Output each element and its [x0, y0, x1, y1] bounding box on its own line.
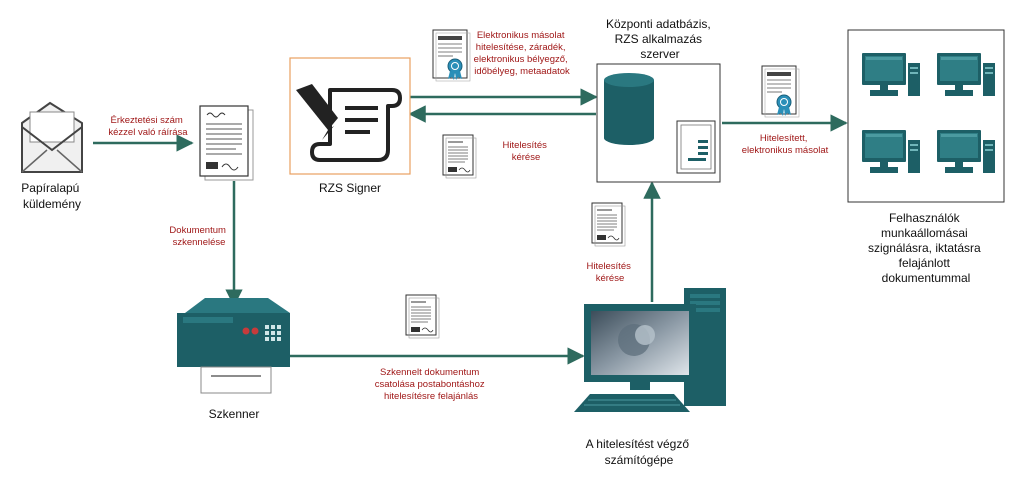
document-icon	[442, 134, 477, 179]
edge-label-computer-to-database: Hitelesítés kérése	[587, 261, 634, 284]
edge-label-scanner-to-computer: Szkennelt dokumentum csatolása postabont…	[375, 367, 488, 402]
edge-label-database-to-signer: Hitelesítés kérése	[503, 140, 550, 163]
scanner-icon	[177, 298, 290, 394]
auth-computer-label: A hitelesítést végző számítógépe	[586, 437, 693, 467]
certificate-icon	[761, 65, 800, 118]
edge-label-mail-to-document: Érkeztetési szám kézzel való ráírása	[108, 115, 188, 138]
document-icon	[591, 202, 626, 247]
scanner-label: Szkenner	[209, 407, 260, 421]
central-db-label: Központi adatbázis, RZS alkalmazás szerv…	[606, 17, 714, 61]
workstations-label: Felhasználók munkaállomásai szignálásra,…	[868, 211, 984, 285]
edge-label-document-to-scanner: Dokumentum szkennelése	[169, 225, 228, 248]
edge-label-database-to-workstations: Hitelesített, elektronikus másolat	[742, 133, 829, 156]
document-icon	[199, 105, 254, 181]
rzs-signer-label: RZS Signer	[319, 181, 381, 195]
signer-quill-icon	[296, 84, 402, 162]
database-server-icon	[604, 73, 716, 174]
paper-mail-label: Papíralapú küldemény	[21, 181, 82, 211]
edge-label-signer-to-database: Elektronikus másolat hitelesítése, zárad…	[474, 30, 571, 77]
envelope-icon	[21, 101, 83, 173]
document-icon	[405, 294, 440, 339]
computer-icon	[574, 288, 726, 412]
certificate-icon	[432, 29, 471, 82]
